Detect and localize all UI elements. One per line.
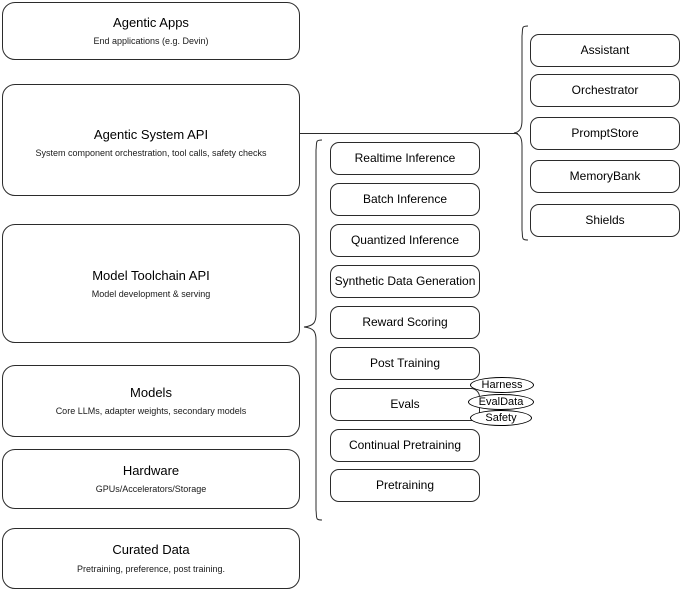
layer-text-agentic-system-api: Agentic System API System component orch… bbox=[35, 127, 266, 160]
toolchain-chip-pretraining[interactable]: Pretraining bbox=[330, 469, 480, 502]
toolchain-chip-label: Batch Inference bbox=[362, 192, 448, 206]
agentic-chip-label: MemoryBank bbox=[569, 169, 641, 183]
layer-title-curated-data: Curated Data bbox=[112, 542, 190, 558]
toolchain-chip-label: Realtime Inference bbox=[354, 151, 456, 165]
toolchain-chip-label: Continual Pretraining bbox=[348, 438, 462, 452]
toolchain-chip-continual-pretraining[interactable]: Continual Pretraining bbox=[330, 429, 480, 462]
layer-box-hardware[interactable]: Hardware GPUs/Accelerators/Storage bbox=[2, 449, 300, 509]
toolchain-chip-synthetic-data-generation[interactable]: Synthetic Data Generation bbox=[330, 265, 480, 298]
agentic-chip-label: Assistant bbox=[580, 43, 630, 57]
toolchain-chip-evals[interactable]: Evals bbox=[330, 388, 480, 421]
layer-title-hardware: Hardware bbox=[122, 462, 180, 478]
layer-text-curated-data: Curated Data Pretraining, preference, po… bbox=[77, 542, 225, 575]
eval-badge-evaldata[interactable]: EvalData bbox=[468, 394, 534, 410]
layer-box-curated-data[interactable]: Curated Data Pretraining, preference, po… bbox=[2, 528, 300, 589]
layer-text-models: Models Core LLMs, adapter weights, secon… bbox=[56, 385, 247, 418]
agentic-chip-label: Shields bbox=[585, 213, 625, 227]
brace-toolchain-components bbox=[303, 139, 323, 521]
eval-badge-harness[interactable]: Harness bbox=[470, 377, 534, 393]
brace-agentic-components bbox=[513, 25, 529, 241]
agentic-chip-memorybank[interactable]: MemoryBank bbox=[530, 160, 680, 193]
agentic-chip-shields[interactable]: Shields bbox=[530, 204, 680, 237]
layer-subtitle-agentic-system-api: System component orchestration, tool cal… bbox=[35, 148, 267, 159]
eval-badge-label: EvalData bbox=[478, 396, 524, 408]
layer-box-model-toolchain-api[interactable]: Model Toolchain API Model development & … bbox=[2, 224, 300, 343]
eval-badge-label: Harness bbox=[481, 379, 523, 391]
layer-title-agentic-system-api: Agentic System API bbox=[93, 127, 209, 142]
layer-text-agentic-apps: Agentic Apps End applications (e.g. Devi… bbox=[93, 15, 208, 48]
layer-title-agentic-apps: Agentic Apps bbox=[113, 14, 189, 30]
connector-agentic-system-to-components bbox=[300, 133, 518, 134]
layer-box-agentic-system-api[interactable]: Agentic System API System component orch… bbox=[2, 84, 300, 196]
toolchain-chip-label: Pretraining bbox=[375, 478, 435, 492]
layer-subtitle-hardware: GPUs/Accelerators/Storage bbox=[95, 484, 207, 494]
agentic-chip-label: PromptStore bbox=[571, 126, 639, 140]
toolchain-chip-realtime-inference[interactable]: Realtime Inference bbox=[330, 142, 480, 175]
agentic-chip-promptstore[interactable]: PromptStore bbox=[530, 117, 680, 150]
eval-badge-safety[interactable]: Safety bbox=[470, 410, 532, 426]
layer-subtitle-models: Core LLMs, adapter weights, secondary mo… bbox=[55, 406, 247, 416]
toolchain-chip-batch-inference[interactable]: Batch Inference bbox=[330, 183, 480, 216]
agentic-chip-label: Orchestrator bbox=[571, 83, 639, 97]
layer-subtitle-curated-data: Pretraining, preference, post training. bbox=[76, 563, 226, 574]
agentic-chip-assistant[interactable]: Assistant bbox=[530, 34, 680, 67]
layer-subtitle-model-toolchain-api: Model development & serving bbox=[91, 289, 211, 300]
toolchain-chip-label: Reward Scoring bbox=[362, 315, 448, 329]
layer-subtitle-agentic-apps: End applications (e.g. Devin) bbox=[93, 36, 209, 46]
layer-text-hardware: Hardware GPUs/Accelerators/Storage bbox=[96, 463, 207, 496]
toolchain-chip-post-training[interactable]: Post Training bbox=[330, 347, 480, 380]
toolchain-chip-quantized-inference[interactable]: Quantized Inference bbox=[330, 224, 480, 257]
agentic-chip-orchestrator[interactable]: Orchestrator bbox=[530, 74, 680, 107]
layer-title-model-toolchain-api: Model Toolchain API bbox=[92, 268, 210, 283]
layer-title-models: Models bbox=[130, 384, 172, 400]
layer-box-agentic-apps[interactable]: Agentic Apps End applications (e.g. Devi… bbox=[2, 2, 300, 60]
toolchain-chip-label: Evals bbox=[390, 397, 420, 411]
toolchain-chip-reward-scoring[interactable]: Reward Scoring bbox=[330, 306, 480, 339]
layer-text-model-toolchain-api: Model Toolchain API Model development & … bbox=[92, 268, 211, 301]
toolchain-chip-label: Quantized Inference bbox=[350, 233, 460, 247]
eval-badge-label: Safety bbox=[485, 412, 517, 424]
toolchain-chip-label: Post Training bbox=[369, 356, 441, 370]
toolchain-chip-label: Synthetic Data Generation bbox=[334, 274, 476, 288]
layer-box-models[interactable]: Models Core LLMs, adapter weights, secon… bbox=[2, 365, 300, 437]
